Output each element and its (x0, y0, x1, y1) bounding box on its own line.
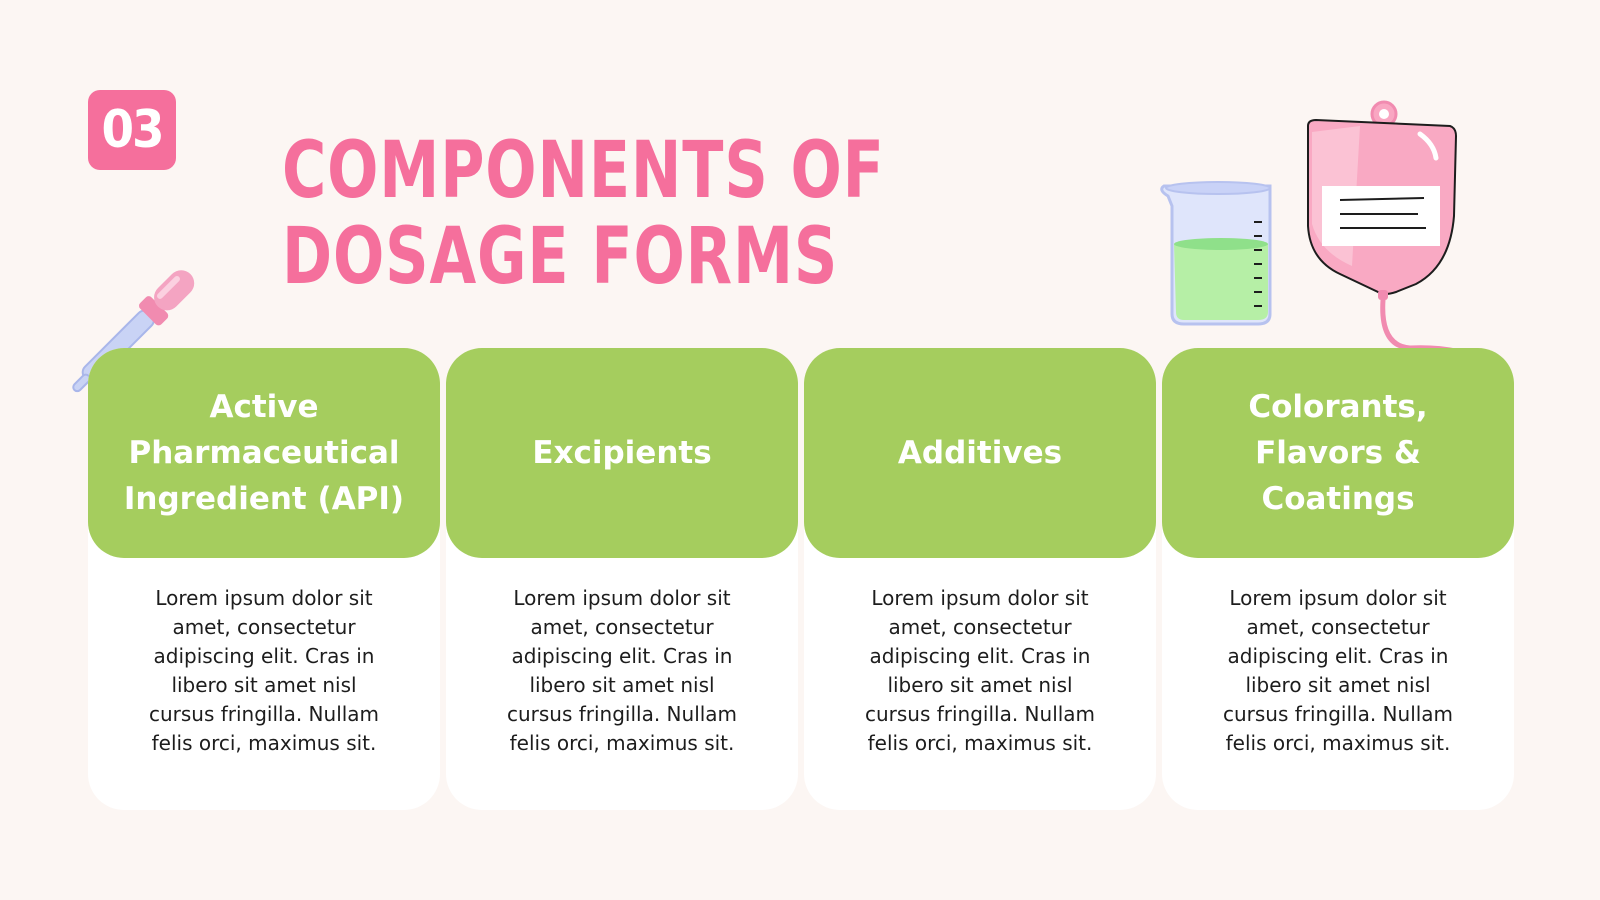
card-heading: Colorants, Flavors & Coatings (1162, 348, 1514, 558)
card-description: Lorem ipsum dolor sit amet, consectetur … (1222, 586, 1454, 755)
card-description: Lorem ipsum dolor sit amet, consectetur … (506, 586, 738, 755)
component-card-api: Active Pharmaceutical Ingredient (API) L… (88, 348, 440, 810)
card-heading: Additives (804, 348, 1156, 558)
card-description: Lorem ipsum dolor sit amet, consectetur … (864, 586, 1096, 755)
card-description: Lorem ipsum dolor sit amet, consectetur … (148, 586, 380, 755)
card-heading: Excipients (446, 348, 798, 558)
iv-bag-icon (1307, 100, 1501, 471)
component-card-colorants: Colorants, Flavors & Coatings Lorem ipsu… (1162, 348, 1514, 810)
component-cards: Active Pharmaceutical Ingredient (API) L… (88, 348, 1514, 810)
card-heading: Active Pharmaceutical Ingredient (API) (88, 348, 440, 558)
slide-title-line-2: DOSAGE FORMS (282, 212, 839, 302)
component-card-excipients: Excipients Lorem ipsum dolor sit amet, c… (446, 348, 798, 810)
beaker-icon (1160, 181, 1272, 326)
slide-title: COMPONENTS OF DOSAGE FORMS (282, 128, 885, 300)
slide-title-line-1: COMPONENTS OF (282, 126, 885, 216)
section-number-badge: 03 (88, 90, 176, 170)
component-card-additives: Additives Lorem ipsum dolor sit amet, co… (804, 348, 1156, 810)
